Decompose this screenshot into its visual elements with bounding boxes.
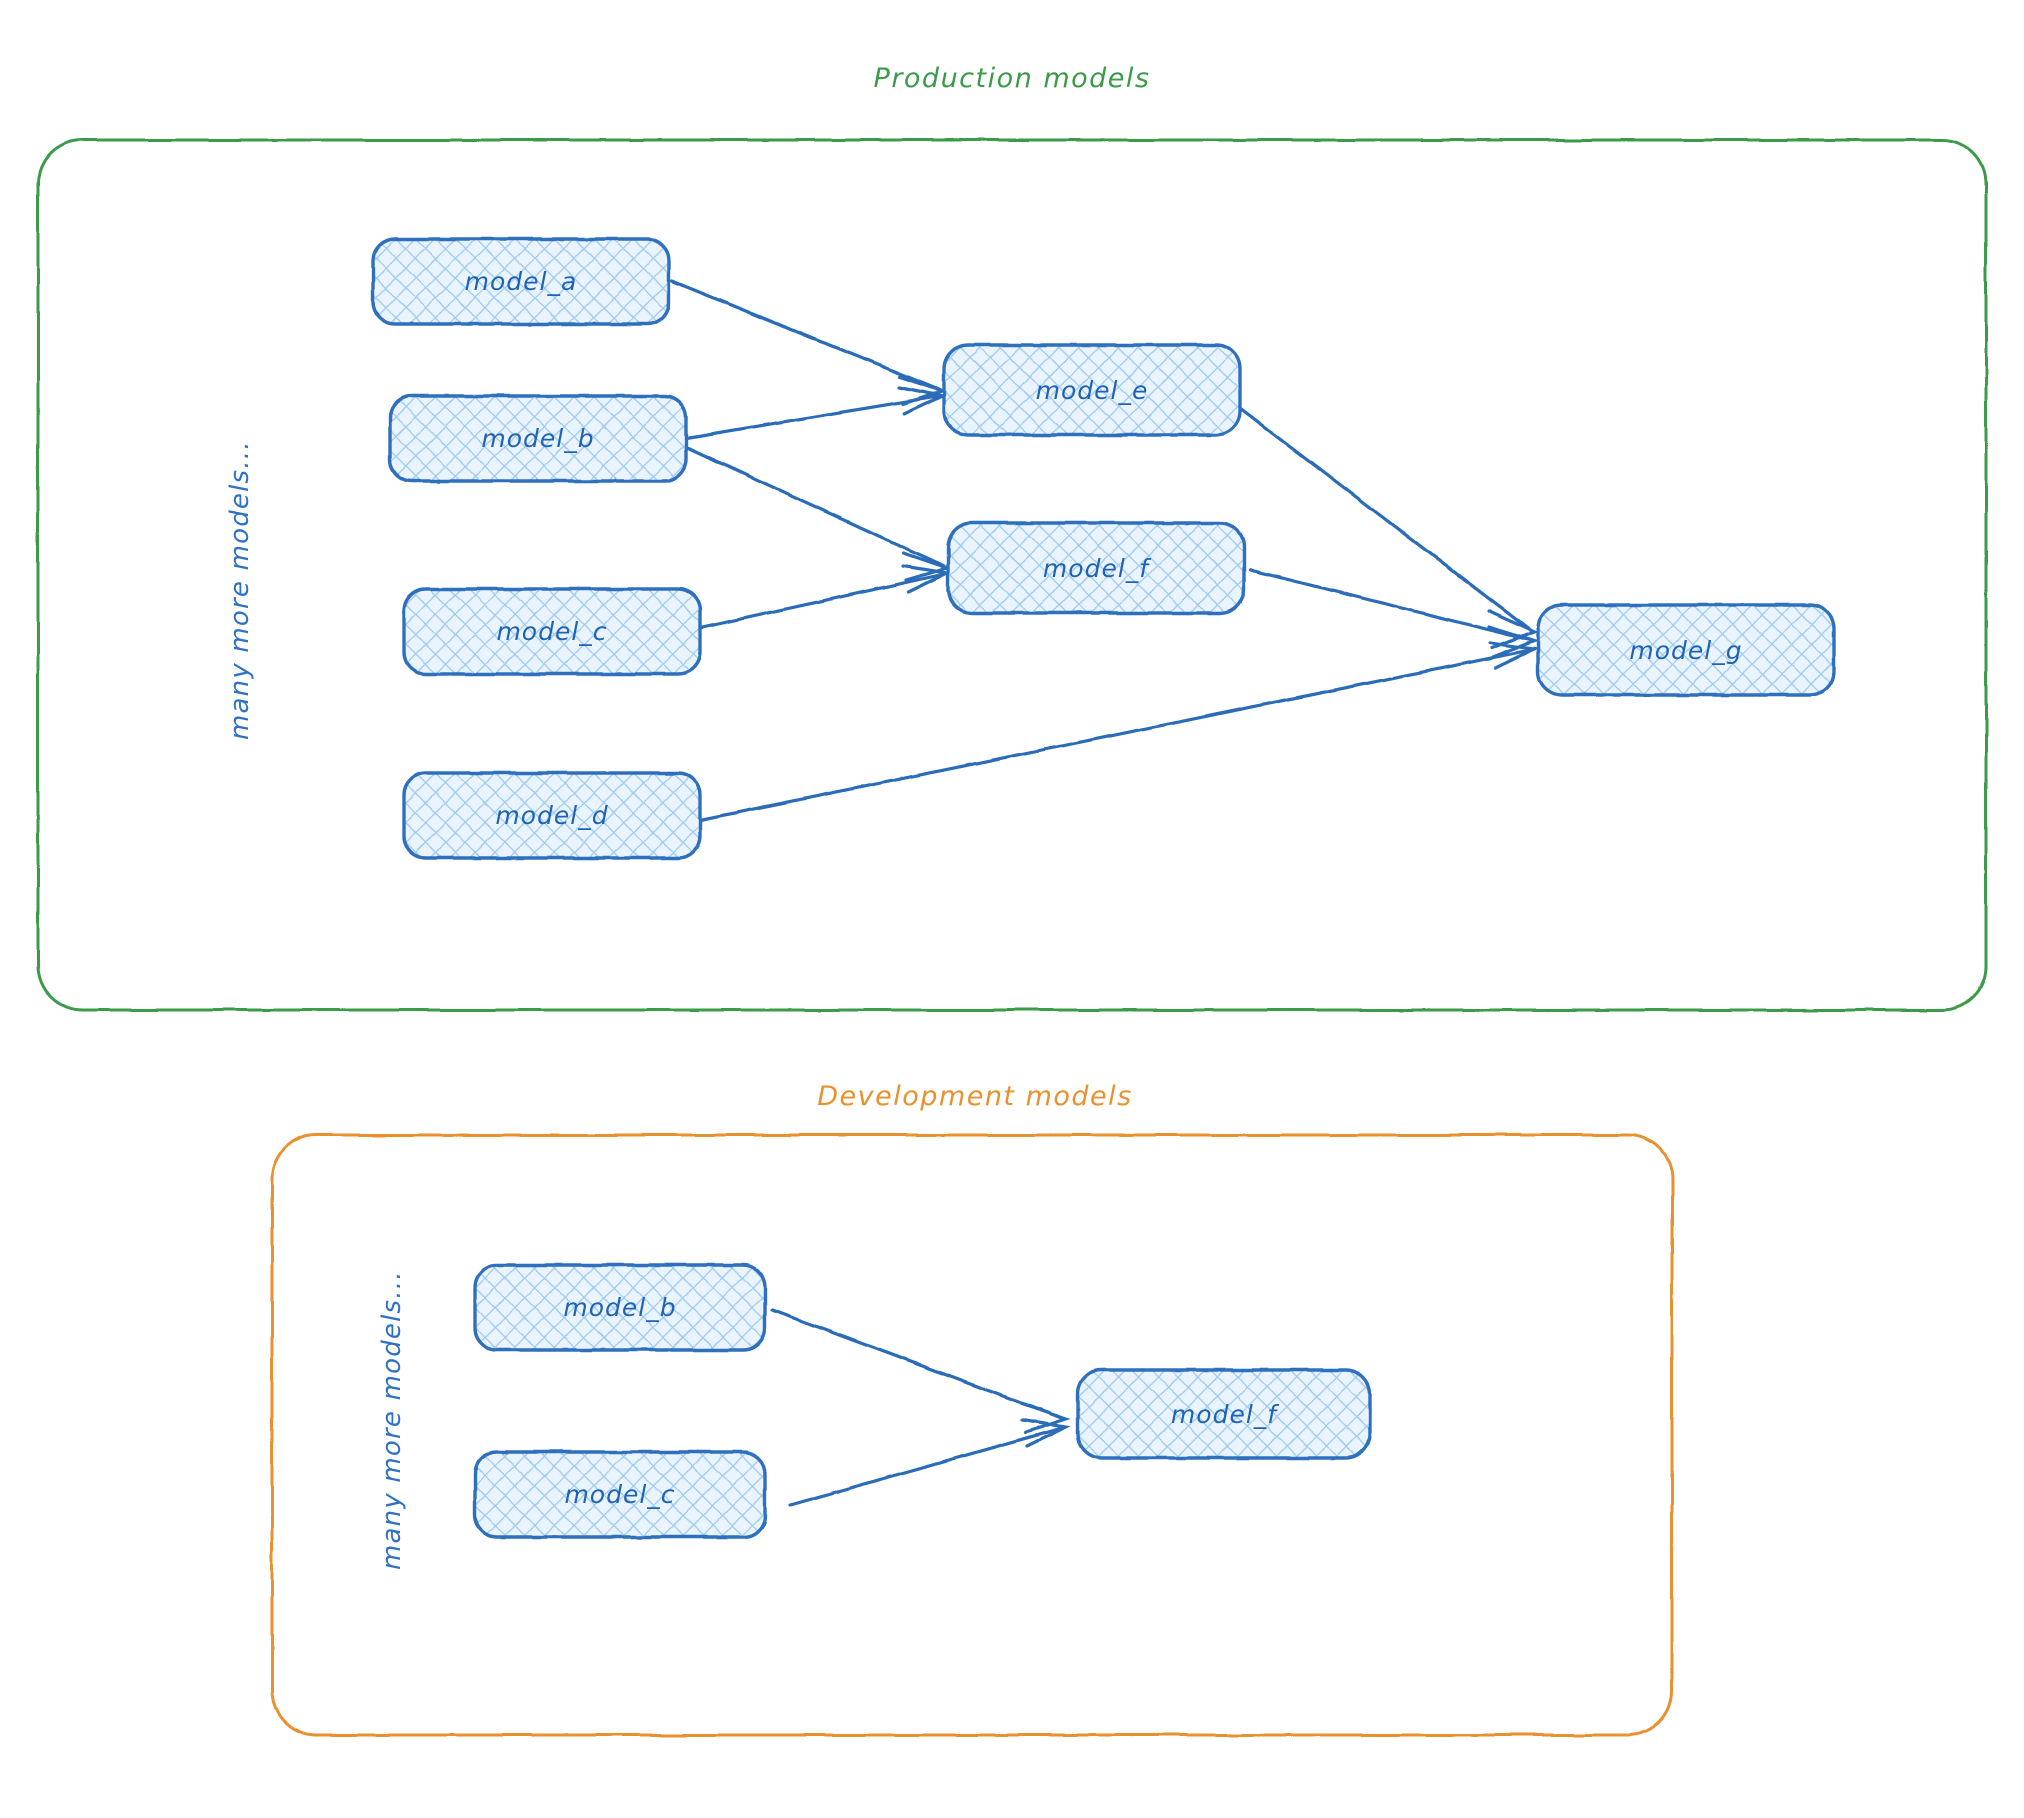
edge-dev-model-b-to-model-f	[770, 1308, 1072, 1434]
prod-node-model-g[interactable]: model_g	[1536, 603, 1836, 697]
prod-node-model-d[interactable]: model_d	[402, 771, 702, 860]
prod-node-label-model-d: model_d	[495, 801, 608, 830]
prod-node-label-model-g: model_g	[1629, 636, 1742, 665]
prod-node-model-b[interactable]: model_b	[388, 394, 688, 483]
dev-node-model-f[interactable]: model_f	[1076, 1368, 1372, 1460]
development-group-frame	[270, 1133, 1674, 1737]
prod-node-label-model-a: model_a	[465, 267, 578, 296]
production-many-more-models-label: many more models...	[225, 440, 255, 740]
prod-node-label-model-c: model_c	[496, 617, 607, 646]
edge-model-c-to-model-f	[698, 564, 953, 630]
edge-model-d-to-model-g	[698, 641, 1540, 822]
development-edges	[770, 1308, 1072, 1507]
edge-model-f-to-model-g	[1248, 568, 1539, 659]
prod-node-label-model-b: model_b	[481, 424, 594, 453]
production-edges	[670, 279, 1540, 822]
production-group-frame	[36, 138, 1988, 1012]
dev-node-label-model-c: model_c	[564, 1480, 675, 1509]
edge-model-a-to-model-e	[670, 279, 948, 406]
development-group-title: Development models	[817, 1081, 1132, 1112]
development-group: Development models many more models...	[270, 1081, 1674, 1737]
dev-node-model-b[interactable]: model_b	[473, 1263, 767, 1352]
edge-dev-model-c-to-model-f	[788, 1418, 1072, 1507]
edge-model-b-to-model-f	[686, 446, 953, 582]
prod-node-model-a[interactable]: model_a	[371, 237, 671, 326]
prod-node-label-model-f: model_f	[1043, 554, 1151, 583]
prod-node-model-e[interactable]: model_e	[942, 343, 1242, 437]
prod-node-label-model-e: model_e	[1036, 376, 1149, 405]
production-group: Production models many more models...	[36, 63, 1988, 1012]
development-many-more-models-label: many more models...	[377, 1270, 407, 1570]
dev-node-model-c[interactable]: model_c	[473, 1450, 767, 1539]
prod-node-model-c[interactable]: model_c	[402, 587, 702, 676]
dev-node-label-model-f: model_f	[1171, 1400, 1279, 1429]
production-group-title: Production models	[874, 63, 1151, 94]
dev-node-label-model-b: model_b	[563, 1293, 676, 1322]
edge-model-e-to-model-g	[1234, 403, 1539, 650]
edge-model-b-to-model-e	[684, 385, 949, 440]
prod-node-model-f[interactable]: model_f	[946, 521, 1246, 615]
